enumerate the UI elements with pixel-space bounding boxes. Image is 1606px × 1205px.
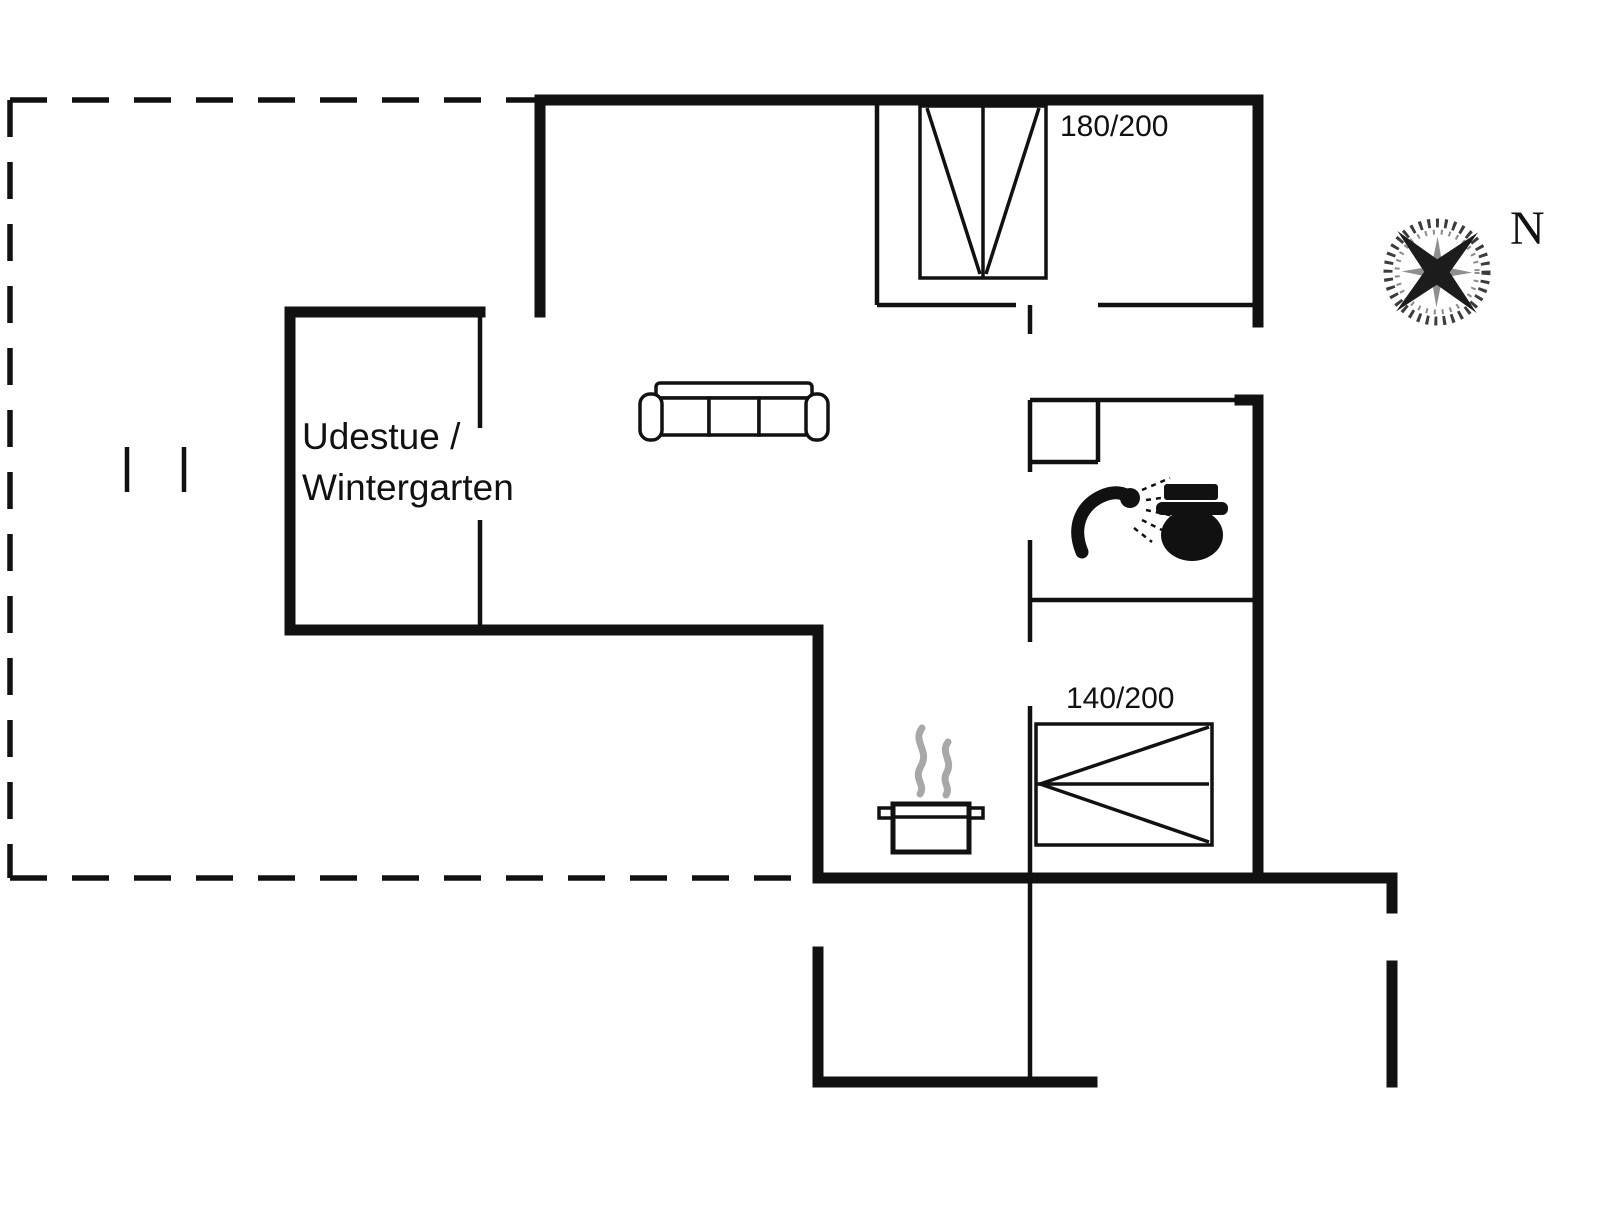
outdoor-room-dashed-outline: [7, 97, 810, 881]
double-bed-icon: [918, 104, 1048, 280]
bed-size-label-large: 180/200: [1060, 110, 1168, 143]
cooking-pot-icon: [877, 724, 985, 855]
interior-walls: [477, 100, 1258, 1082]
toilet-icon: [1156, 484, 1228, 561]
bed-size-label-small: 140/200: [1066, 682, 1174, 715]
room-label-line1: Udestue /: [302, 416, 461, 457]
single-bed-icon: [1034, 722, 1214, 847]
sofa-icon: [638, 381, 830, 442]
exterior-walls: [284, 94, 1398, 1088]
shower-icon: [1071, 476, 1177, 559]
steam-swirl: [914, 724, 928, 798]
compass-north-label: N: [1510, 202, 1545, 255]
room-label-line2: Wintergarten: [302, 467, 514, 508]
compass-rose-icon: [1383, 218, 1491, 326]
gate-posts-icon: [124, 447, 187, 492]
steam-swirl: [941, 738, 953, 799]
